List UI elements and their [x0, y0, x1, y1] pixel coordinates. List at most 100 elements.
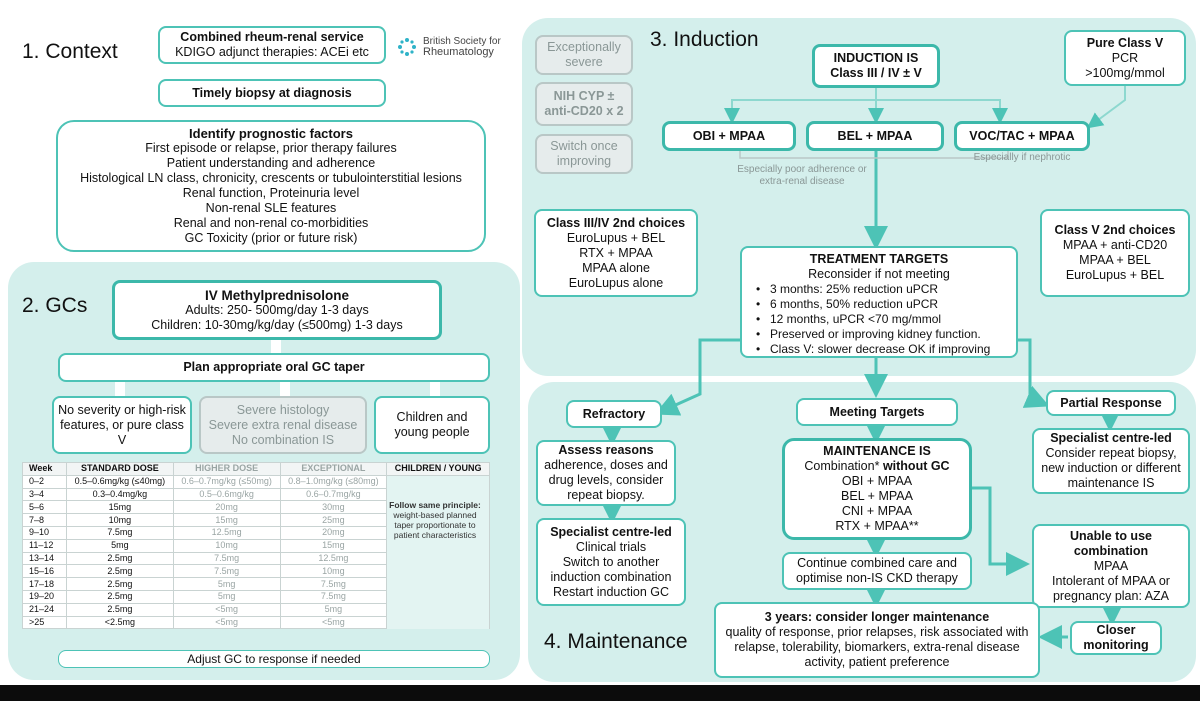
refractory-box: Refractory	[566, 400, 662, 428]
table-cell: 21–24	[22, 602, 67, 617]
maintenance-header: 4. Maintenance	[544, 630, 688, 653]
target-item: Class V: slower decrease OK if improving	[756, 342, 1012, 356]
pure-v-l1: PCR	[1111, 50, 1139, 65]
class-5-second-choices-box: Class V 2nd choices MPAA + anti-CD20 MPA…	[1040, 209, 1190, 297]
prognostic-item: Non-renal SLE features	[205, 201, 337, 215]
table-cell: 2.5mg	[66, 602, 174, 617]
prognostic-item: Renal and non-renal co-morbidities	[173, 216, 369, 230]
unable-l2: Intolerant of MPAA or pregnancy plan: AZ…	[1052, 573, 1170, 603]
table-cell: 2.5mg	[66, 589, 174, 604]
bel-label: BEL + MPAA	[837, 128, 913, 143]
c34-title: Class III/IV 2nd choices	[546, 215, 686, 230]
table-cell: 10mg	[279, 564, 388, 579]
table-cell: 7.5mg	[279, 577, 388, 591]
table-cell: 7.5mg	[279, 589, 388, 604]
continue-label: Continue combined care and optimise non-…	[796, 556, 958, 585]
nephrotic-note: Especially if nephrotic	[973, 152, 1071, 163]
rheum-renal-service-box: Combined rheum-renal service KDIGO adjun…	[158, 26, 386, 64]
unable-combination-box: Unable to use combination MPAA Intoleran…	[1032, 524, 1190, 608]
table-cell: 3–4	[22, 487, 67, 502]
table-header: EXCEPTIONAL	[279, 462, 388, 476]
mis-title: MAINTENANCE IS	[823, 444, 931, 458]
table-cell: 2.5mg	[66, 551, 174, 566]
three-years-box: 3 years: consider longer maintenance qua…	[714, 602, 1040, 678]
treatment-targets-box: TREATMENT TARGETS Reconsider if not meet…	[740, 246, 1018, 358]
mis-item: RTX + MPAA**	[835, 519, 919, 533]
meeting-targets-box: Meeting Targets	[796, 398, 958, 426]
prognostic-item: Patient understanding and adherence	[166, 156, 376, 170]
spec1-item: Switch to another induction combination	[550, 554, 672, 584]
gc-taper-table: Week STANDARD DOSE HIGHER DOSE EXCEPTION…	[22, 462, 490, 630]
table-cell: 7.5mg	[66, 525, 174, 540]
c5-item: MPAA + BEL	[1079, 253, 1151, 267]
table-cell: 20mg	[172, 500, 281, 515]
table-cell: 15mg	[172, 513, 281, 527]
obi-label: OBI + MPAA	[692, 128, 766, 143]
induction-is-title: INDUCTION IS	[833, 51, 919, 65]
table-cell: 2.5mg	[66, 564, 174, 579]
closer-label: Closer monitoring	[1083, 623, 1149, 652]
prognostic-item: Histological LN class, chronicity, cresc…	[80, 171, 462, 185]
logo-text-line2: Rheumatology	[423, 46, 494, 58]
exceptionally-severe-box: Exceptionally severe	[535, 35, 633, 75]
pure-v-title: Pure Class V	[1086, 35, 1164, 50]
table-cell: <5mg	[172, 615, 281, 630]
iv-methylprednisolone-box: IV Methylprednisolone Adults: 250- 500mg…	[112, 280, 442, 340]
gcs-header: 2. GCs	[22, 294, 88, 317]
adjust-gc-box: Adjust GC to response if needed	[58, 650, 490, 668]
context-header: 1. Context	[22, 40, 118, 63]
higher-criteria-l3: No combination IS	[231, 432, 335, 447]
biopsy-label: Timely biopsy at diagnosis	[192, 85, 352, 100]
nih-cyp-box: NIH CYP ± anti-CD20 x 2	[535, 82, 633, 126]
children-column-cell	[386, 616, 490, 629]
service-title: Combined rheum-renal service	[180, 30, 364, 44]
voc-tac-mpaa-box: VOC/TAC + MPAA	[954, 121, 1090, 151]
table-cell: 2.5mg	[66, 577, 174, 591]
table-cell: 5–6	[22, 500, 67, 515]
target-item: 12 months, uPCR <70 mg/mmol	[756, 312, 1012, 327]
tt-subtitle: Reconsider if not meeting	[808, 267, 950, 281]
children-column-cell	[386, 500, 490, 514]
spec1-item: Restart induction GC	[552, 584, 670, 599]
prognostic-item: Renal function, Proteinuria level	[182, 186, 360, 200]
table-cell: 0.6–0.7mg/kg	[279, 487, 388, 502]
children-note-text: weight-based planned taper proportionate…	[393, 510, 477, 540]
standard-criteria-box: No severity or high-risk features, or pu…	[52, 396, 192, 454]
table-cell: 0.5–0.6mg/kg	[172, 487, 281, 502]
table-header: CHILDREN / YOUNG	[386, 462, 490, 476]
switch-label: Switch once improving	[550, 139, 618, 168]
oral-gc-taper-box: Plan appropriate oral GC taper	[58, 353, 490, 382]
target-item: Preserved or improving kidney function.	[756, 327, 1012, 342]
spec1-title: Specialist centre-led	[550, 524, 672, 539]
table-cell: 15mg	[66, 500, 174, 515]
table-header: HIGHER DOSE	[172, 462, 281, 476]
assess-reasons-box: Assess reasons adherence, doses and drug…	[536, 440, 676, 506]
nih-label: NIH CYP ± anti-CD20 x 2	[544, 89, 624, 118]
table-header: STANDARD DOSE	[66, 462, 174, 476]
refractory-label: Refractory	[582, 406, 646, 421]
specialist-centre-partial-box: Specialist centre-led Consider repeat bi…	[1032, 428, 1190, 494]
children-column-cell	[386, 603, 490, 617]
higher-criteria-l1: Severe histology	[236, 402, 330, 417]
table-header-row: Week STANDARD DOSE HIGHER DOSE EXCEPTION…	[22, 462, 490, 476]
higher-criteria-box: Severe histology Severe extra renal dise…	[199, 396, 367, 454]
ivmp-title: IV Methylprednisolone	[204, 287, 350, 303]
table-cell: 7.5mg	[172, 551, 281, 566]
table-cell: 11–12	[22, 538, 67, 553]
targets-list: 3 months: 25% reduction uPCR 6 months, 5…	[746, 282, 1012, 356]
children-column-cell	[386, 526, 490, 540]
unable-l1: MPAA	[1093, 558, 1129, 573]
service-subtitle: KDIGO adjunct therapies: ACEi etc	[175, 45, 369, 59]
assess-title: Assess reasons	[558, 443, 654, 457]
c34-item: EuroLupus alone	[568, 275, 664, 290]
bsr-logo-icon	[398, 38, 416, 56]
table-cell: >25	[22, 615, 67, 630]
partial-response-box: Partial Response	[1046, 390, 1176, 416]
